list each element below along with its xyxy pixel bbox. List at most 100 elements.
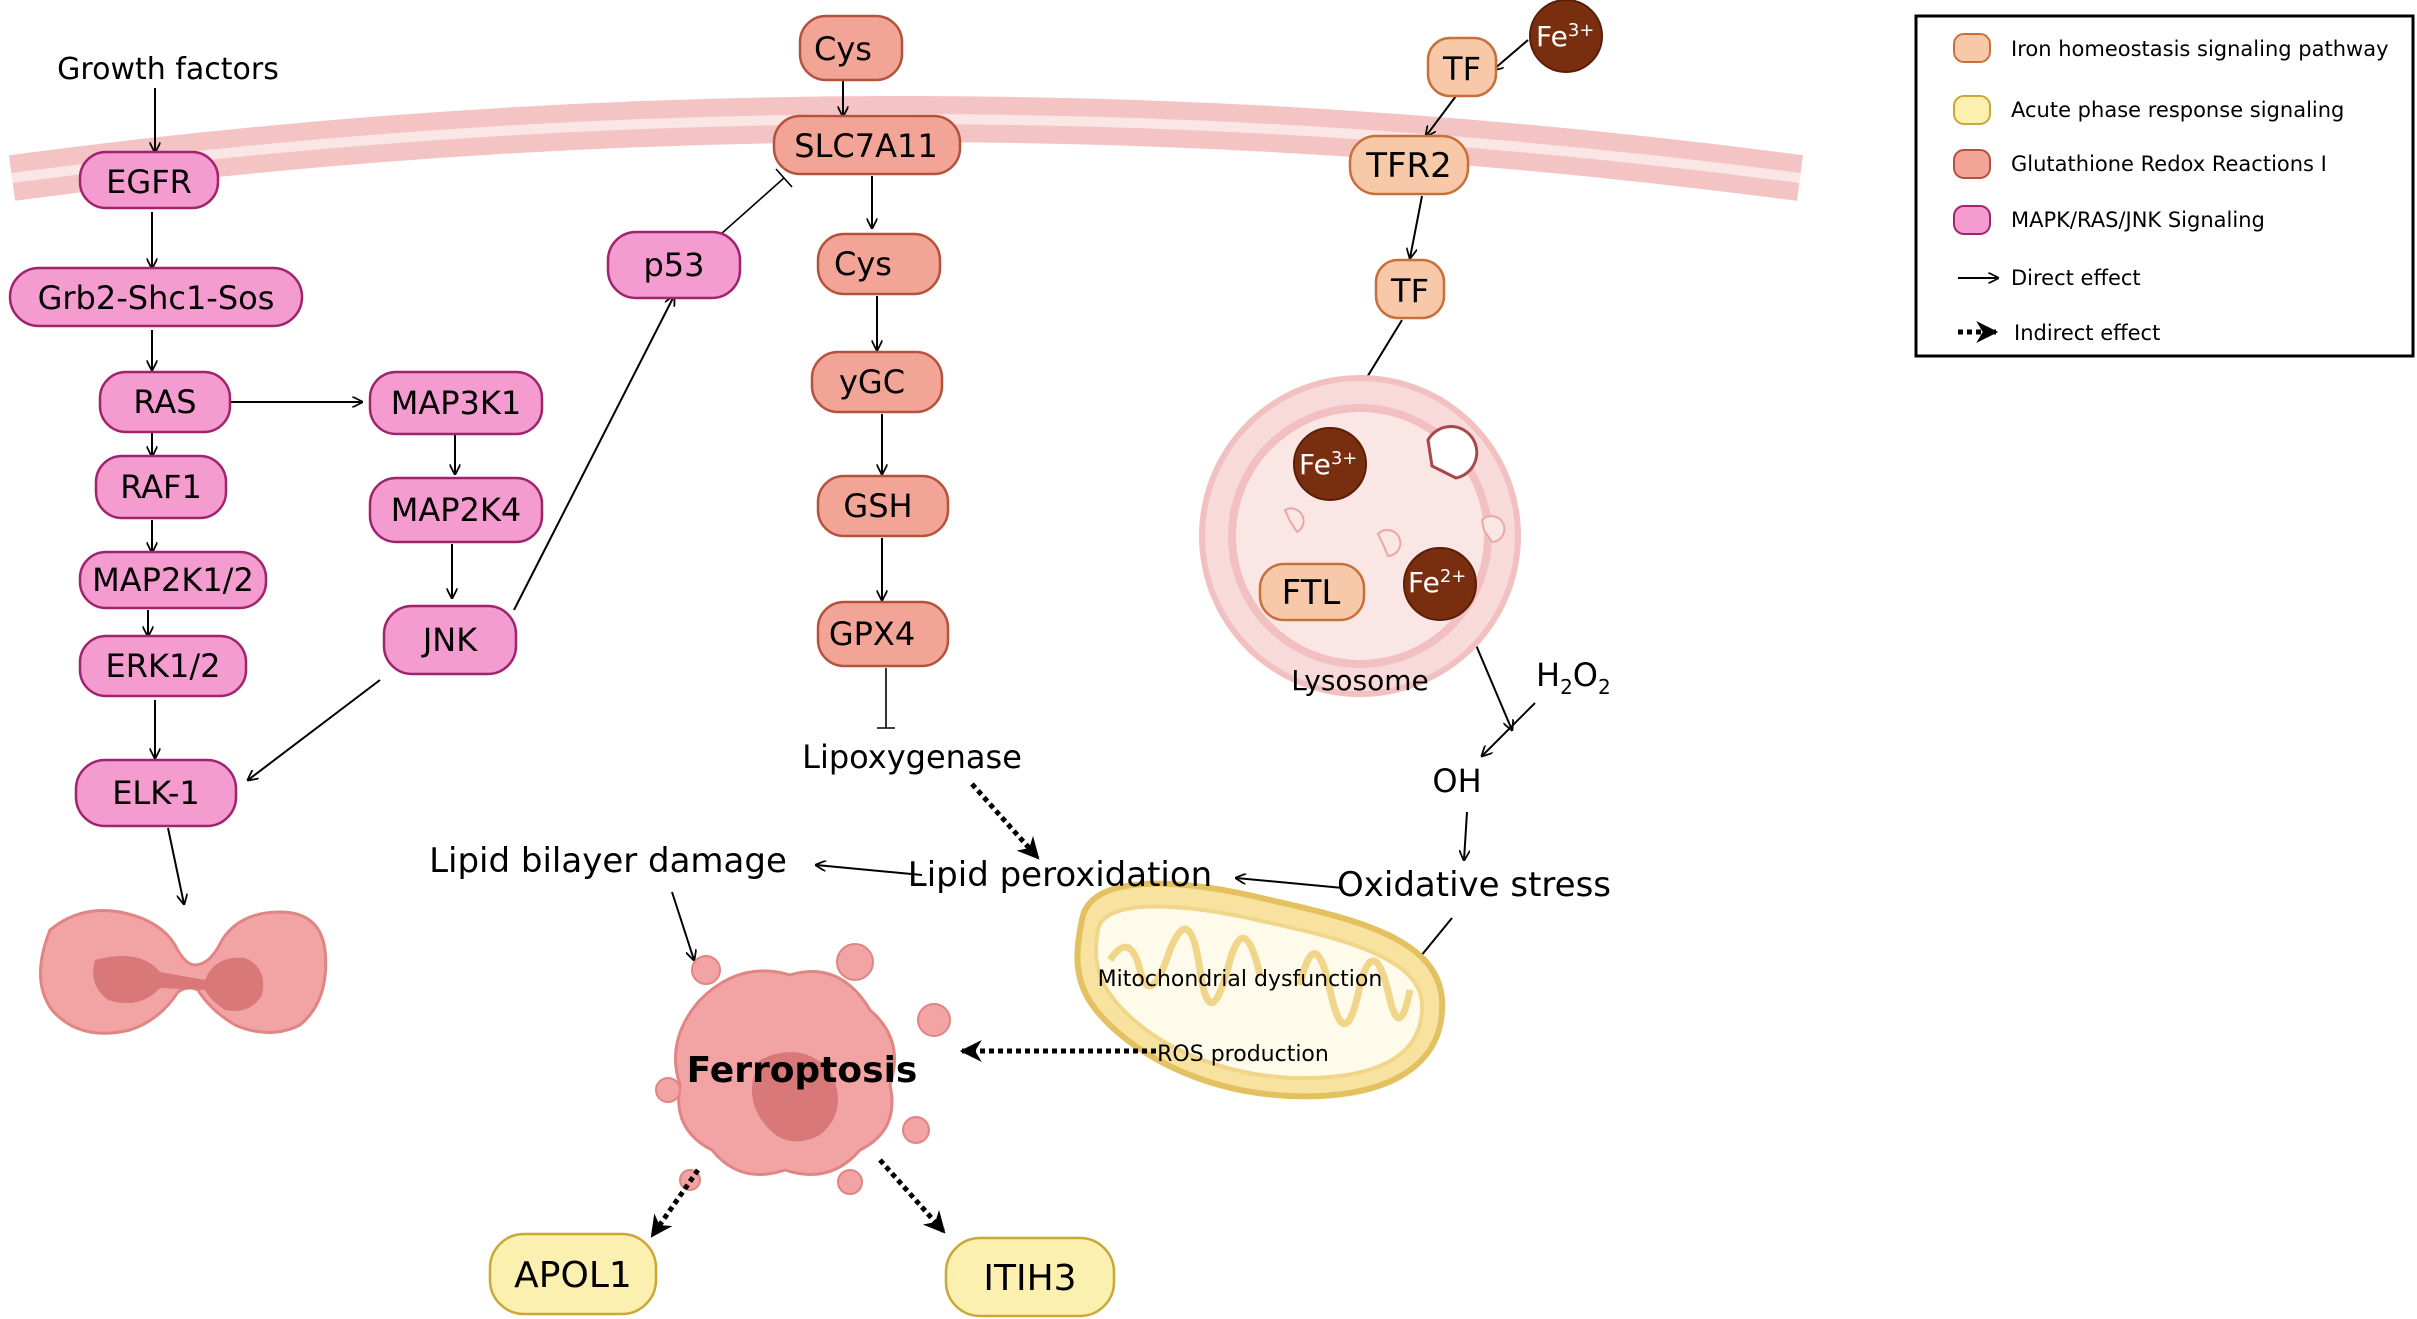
node-tf-mid [1374,258,1446,320]
map2k12-label: MAP2K1/2 [92,561,254,599]
p53-label: p53 [643,246,704,284]
legend-label-indirect: Indirect effect [2014,321,2160,345]
oh-label: OH [1432,762,1481,800]
node-p53 [606,230,742,300]
lysosome [1199,375,1521,697]
arrow-oxstress-lipidperox [1236,878,1344,889]
dividing-cell-icon [39,908,328,1035]
legend-label-iron: Iron homeostasis signaling pathway [2011,37,2389,61]
indirect-lipoxygenase-lipidperox [970,782,1040,860]
fe3-lysosome-ball [1293,427,1367,501]
map2k4-label: MAP2K4 [391,491,522,529]
mapk-nodes [8,150,742,828]
direct-arrows [148,39,1536,1040]
pacman-shape [1426,425,1479,480]
legend-swatch-iron [1953,33,1991,63]
node-elk1 [74,758,238,828]
indirect-arrows [649,782,1156,1238]
legend-box [1914,14,2415,358]
node-cys-top [798,14,904,82]
fe2-ball [1403,547,1477,621]
erk12-label: ERK1/2 [106,647,221,685]
cys-top-label: Cys [814,30,872,68]
ferroptotic-cell-icon [655,943,951,1195]
node-gpx4 [816,600,950,668]
arrow-tfr2-tf [1410,195,1423,258]
ferroptosis-label: Ferroptosis [687,1050,918,1091]
arrow-oh-oxstress [1464,811,1467,860]
arrow-jnk-p53 [513,296,674,611]
ftl-label: FTL [1282,573,1341,613]
itih3-label: ITIH3 [983,1258,1076,1299]
mitochondrial-dysfunction-label: Mitochondrial dysfunction [1098,967,1383,992]
tf-mid-label: TF [1390,272,1429,310]
node-ftl [1258,562,1366,622]
node-cys-mid [816,232,942,296]
legend-label-glutathione: Glutathione Redox Reactions I [2011,152,2327,176]
node-ras [98,370,232,434]
node-map2k12 [78,550,268,610]
node-erk12 [78,634,248,698]
ygc-label: yGC [839,363,905,401]
arrow-bilayer-ferroptosis [671,891,694,960]
ros-production-label: ROS production [1157,1042,1329,1067]
arrow-lipidperox-bilayer [816,865,923,876]
growth-factors-label: Growth factors [57,52,279,87]
glutathione-nodes [772,14,962,668]
legend-label-mapk: MAPK/RAS/JNK Signaling [2011,208,2265,232]
fe3-top-label: Fe3+ [1536,20,1594,53]
apol1-label: APOL1 [514,1255,632,1296]
legend-swatch-acute [1953,95,1991,125]
lipid-bilayer-damage-label: Lipid bilayer damage [429,841,787,881]
ras-label: RAS [133,383,196,421]
legend-swatch-mapk [1953,205,1991,235]
arrow-elk1-cell [167,827,184,904]
tfr2-label: TFR2 [1365,146,1452,186]
legend: Iron homeostasis signaling pathway Acute… [1914,14,2415,358]
gpx4-label: GPX4 [829,615,915,653]
legend-label-direct: Direct effect [2011,266,2141,290]
map3k1-label: MAP3K1 [391,384,522,422]
mitochondrion [1074,880,1446,1100]
node-egfr [78,150,220,210]
node-map3k1 [368,370,544,436]
node-map2k4 [368,476,544,544]
lysosome-label: Lysosome [1291,664,1429,697]
acute-phase-nodes [488,1232,1116,1318]
lipoxygenase-label: Lipoxygenase [802,738,1022,776]
h2o2-label: H2O2 [1536,656,1611,699]
node-raf1 [94,454,228,520]
node-grb2 [8,266,304,328]
elk1-label: ELK-1 [112,774,200,812]
fe2-label: Fe2+ [1408,566,1466,599]
node-gsh [816,474,950,538]
legend-swatch-glutathione [1953,149,1991,179]
cys-mid-label: Cys [834,245,892,283]
arrow-jnk-elk1 [248,679,381,780]
inhibition-lines [693,168,895,729]
node-slc7a11 [772,114,962,176]
oxidative-stress-label: Oxidative stress [1337,865,1611,905]
arrow-fe-tf [1493,39,1529,70]
raf1-label: RAF1 [120,468,202,506]
egfr-label: EGFR [106,163,192,201]
fe3-top-ball [1529,0,1603,73]
node-tf-top [1426,36,1498,98]
iron-nodes [1258,36,1498,622]
iron-balls [1293,0,1603,621]
fe3-lysosome-label: Fe3+ [1299,448,1357,481]
node-apol1 [488,1232,658,1316]
slc7a11-label: SLC7A11 [794,127,937,165]
node-jnk [382,604,518,676]
node-itih3 [944,1236,1116,1318]
arrow-h2o2-oh [1482,702,1536,756]
grb2-label: Grb2-Shc1-Sos [38,279,275,317]
legend-label-acute: Acute phase response signaling [2011,98,2344,122]
arrow-tf-tfr2 [1426,95,1457,136]
node-tfr2 [1348,134,1470,196]
lipid-peroxidation-label: Lipid peroxidation [908,855,1212,895]
gsh-label: GSH [843,487,912,525]
indirect-ferroptosis-itih3 [878,1158,946,1234]
tf-top-label: TF [1442,50,1481,88]
